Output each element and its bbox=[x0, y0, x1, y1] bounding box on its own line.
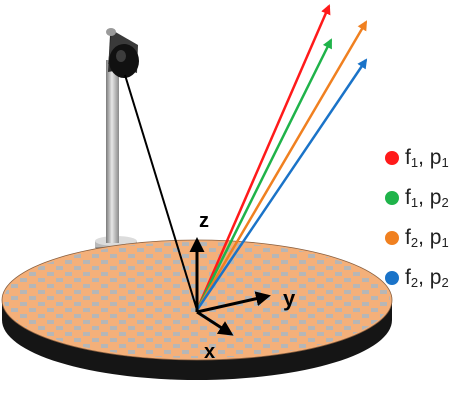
reflected-beams bbox=[195, 4, 368, 311]
beam-f2-p2 bbox=[195, 58, 368, 311]
incident-beam bbox=[124, 74, 198, 311]
coordinate-axes bbox=[189, 237, 271, 336]
legend-label: f1, p1 bbox=[405, 146, 449, 170]
legend-label: f1, p2 bbox=[405, 186, 449, 210]
light-source-lamp bbox=[106, 28, 139, 78]
legend-item-f1-p1: f1, p1 bbox=[385, 138, 474, 178]
legend-label: f2, p2 bbox=[405, 266, 449, 290]
beam-f1-p1 bbox=[195, 4, 331, 311]
legend-item-f2-p2: f2, p2 bbox=[385, 258, 474, 298]
stand-pole bbox=[106, 60, 119, 243]
red-dot-icon bbox=[385, 151, 399, 165]
legend-label: f2, p1 bbox=[405, 226, 449, 250]
blue-dot-icon bbox=[385, 271, 399, 285]
legend-item-f2-p1: f2, p1 bbox=[385, 218, 474, 258]
x-axis-label: x bbox=[204, 341, 215, 363]
orange-dot-icon bbox=[385, 231, 399, 245]
y-axis-label: y bbox=[283, 286, 296, 311]
beam-f2-p1 bbox=[195, 20, 368, 311]
y-axis bbox=[196, 291, 271, 314]
legend-item-f1-p2: f1, p2 bbox=[385, 178, 474, 218]
green-dot-icon bbox=[385, 191, 399, 205]
z-axis-label: z bbox=[199, 210, 209, 232]
beam-f1-p2 bbox=[195, 38, 333, 311]
x-axis bbox=[196, 310, 234, 336]
beam-legend: f1, p1 f1, p2 f2, p1 f2, p2 bbox=[385, 138, 474, 298]
